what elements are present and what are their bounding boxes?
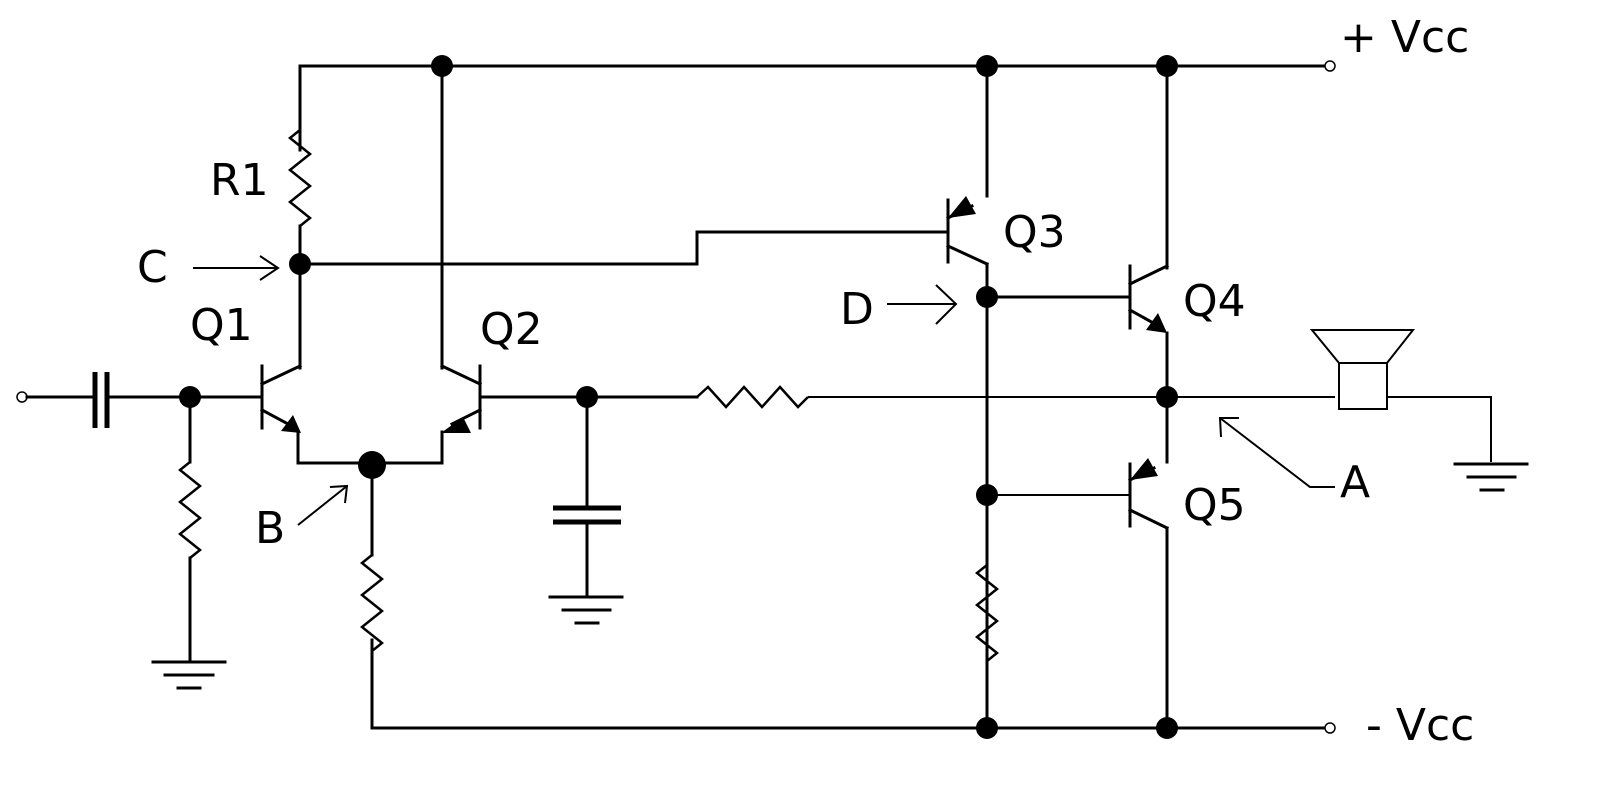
a-node-label: A [1340,457,1370,508]
q2-transistor [440,364,483,433]
q1-transistor [259,364,302,433]
feedback-capacitor [553,505,621,525]
q4-label: Q4 [1183,276,1246,327]
b-node-label: B [255,503,285,554]
capacitor-ground-symbol [548,595,624,625]
driver-resistor [974,564,1000,662]
q3-label: Q3 [1003,207,1066,258]
negative-supply-terminal [1324,722,1336,734]
q2-label: Q2 [480,304,543,355]
junction-dot [289,253,311,275]
positive-rail [298,60,1336,152]
d-pointer-arrow [887,284,958,325]
d-node-label: D [840,284,874,335]
junction-dots [179,55,1178,739]
q3-transistor [945,196,989,266]
vcc-positive-label: + Vcc [1340,12,1469,63]
a-pointer-arrow [1218,417,1335,488]
c-pointer-arrow [193,255,280,281]
input-ground-symbol [151,660,227,690]
speaker-icon [1309,329,1416,410]
junction-dot [976,717,998,739]
junction-dot [976,484,998,506]
junction-dot [1156,55,1178,77]
q5-transistor [1127,458,1170,531]
junction-dot [976,55,998,77]
input-bias-resistor [177,461,203,559]
q4-transistor [1127,263,1170,333]
junction-dot [576,386,598,408]
vcc-negative-label: - Vcc [1366,700,1474,751]
junction-dot [976,286,998,308]
negative-rail [370,638,1336,734]
positive-supply-terminal [1324,60,1336,72]
junction-dot [1156,717,1178,739]
q1-label: Q1 [190,300,253,351]
output-ground-symbol [1453,462,1529,492]
junction-dot [358,451,386,479]
tail-resistor [359,554,385,652]
feedback-resistor [696,385,809,409]
junction-dot [179,386,201,408]
input-capacitor [92,372,110,428]
b-pointer-arrow [297,484,349,526]
r1-label: R1 [210,155,269,206]
junction-dot [431,55,453,77]
junction-dot [1156,386,1178,408]
r1-resistor [287,129,313,227]
input-network [16,372,264,690]
q5-label: Q5 [1183,480,1246,531]
c-node-label: C [137,242,168,293]
